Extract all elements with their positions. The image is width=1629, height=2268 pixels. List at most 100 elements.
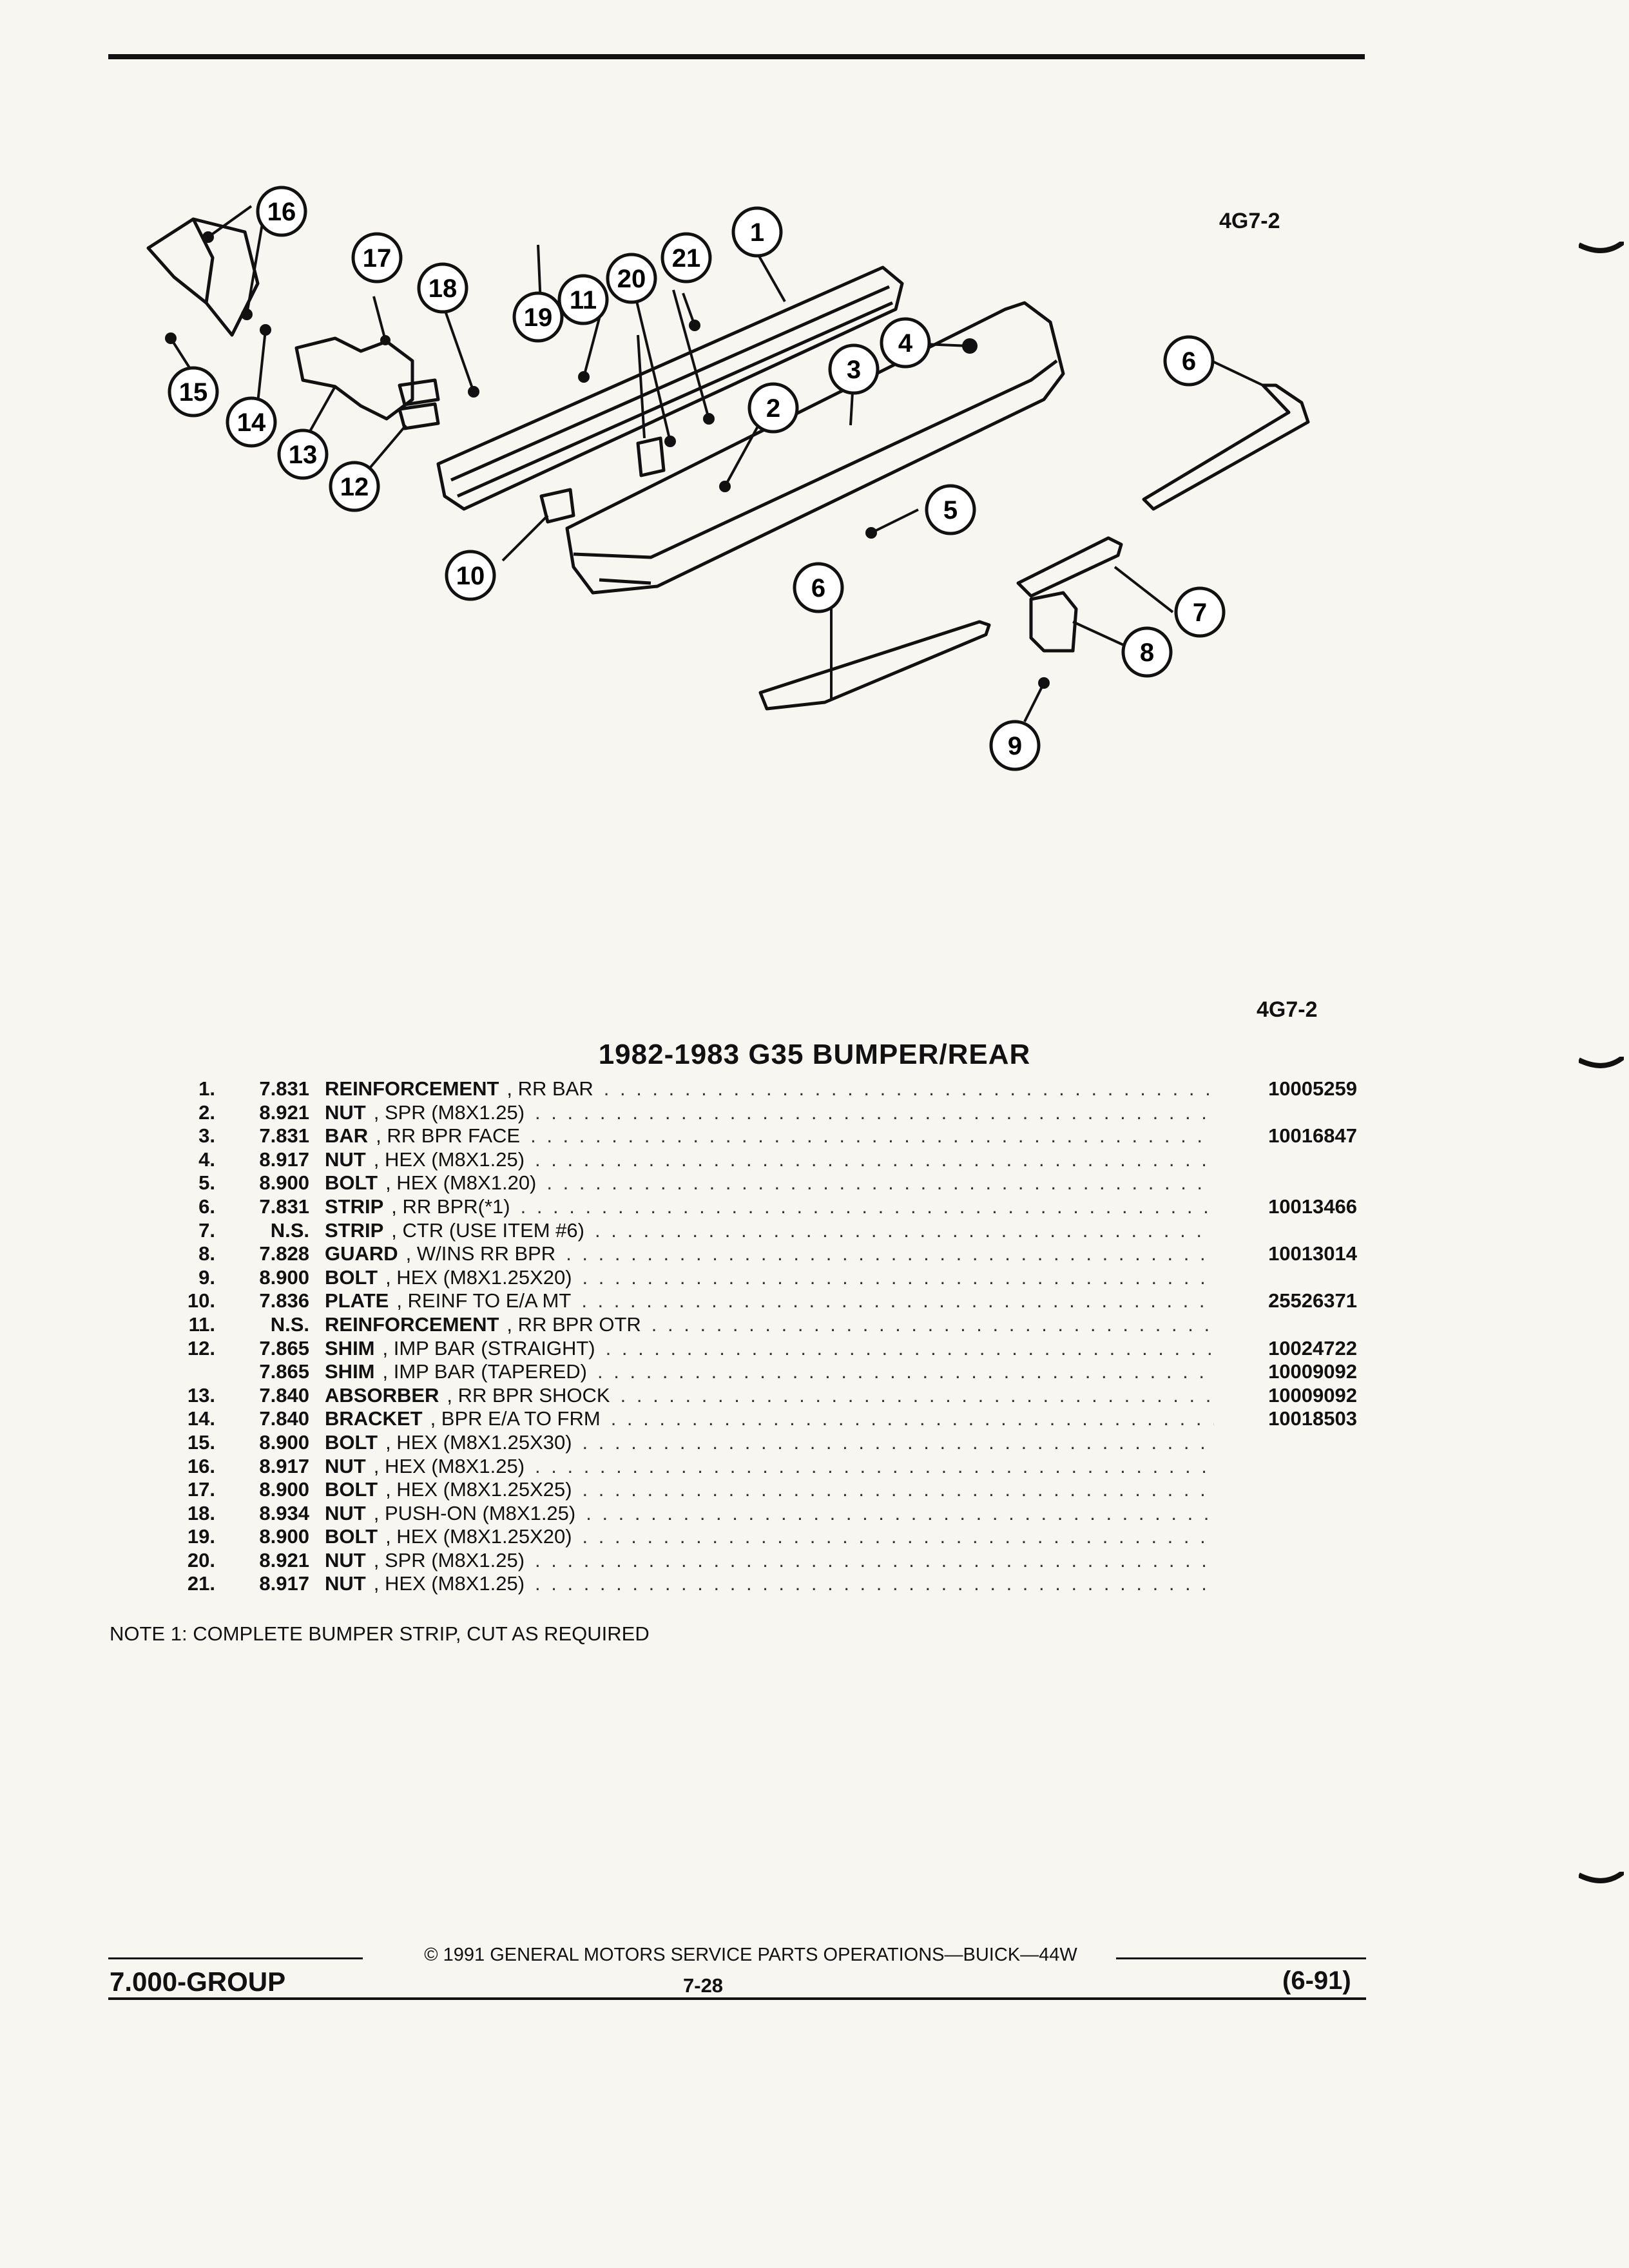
- item-name: NUT: [325, 1501, 366, 1524]
- item-qualifier: , HEX (M8X1.20): [385, 1171, 537, 1195]
- item-number: 19.: [187, 1525, 215, 1548]
- group-number: 8.917: [259, 1454, 309, 1477]
- item-number: 16.: [187, 1454, 215, 1477]
- callout-number: 20: [617, 265, 646, 293]
- callout-circle: [880, 317, 931, 369]
- item-qualifier: , RR BPR SHOCK: [447, 1383, 610, 1407]
- footer-line-right: [1116, 1957, 1366, 1959]
- leader-dots: . . . . . . . . . . . . . . . . . . . . …: [610, 1407, 1214, 1430]
- callout-number: 14: [237, 408, 266, 437]
- side-strip-right-shape: [1142, 383, 1310, 511]
- item-description: GUARD, W/INS RR BPR . . . . . . . . . . …: [325, 1242, 1214, 1265]
- item-qualifier: , PUSH-ON (M8X1.25): [373, 1501, 576, 1524]
- item-name: BRACKET: [325, 1407, 423, 1430]
- callout-number: 16: [267, 198, 296, 226]
- callout-number: 21: [672, 244, 701, 273]
- item-number: 9.: [198, 1265, 215, 1289]
- punch-mark: [1579, 1057, 1624, 1068]
- item-description: BOLT, HEX (M8X1.25X20) . . . . . . . . .…: [325, 1266, 1214, 1289]
- leader-dots: . . . . . . . . . . . . . . . . . . . . …: [566, 1242, 1214, 1265]
- item-description: BOLT, HEX (M8X1.25X30) . . . . . . . . .…: [325, 1431, 1214, 1454]
- footer-copyright: © 1991 GENERAL MOTORS SERVICE PARTS OPER…: [424, 1945, 1077, 1965]
- callout-circle: [445, 550, 496, 601]
- plate-shape: [539, 488, 575, 524]
- group-number: 7.831: [259, 1077, 309, 1100]
- part-number: 10018503: [1268, 1407, 1357, 1430]
- item-name: ABSORBER: [325, 1383, 439, 1407]
- item-qualifier: , RR BAR: [506, 1077, 593, 1100]
- callout-circle: [1121, 626, 1173, 678]
- item-qualifier: , REINF TO E/A MT: [396, 1289, 572, 1312]
- item-name: PLATE: [325, 1289, 389, 1312]
- callout-circle: [277, 428, 329, 480]
- item-qualifier: , SPR (M8X1.25): [373, 1548, 525, 1571]
- item-name: NUT: [325, 1100, 366, 1124]
- item-name: BOLT: [325, 1430, 378, 1454]
- top-rule: [108, 54, 1365, 59]
- group-number: 8.917: [259, 1148, 309, 1171]
- group-number: 7.831: [259, 1124, 309, 1148]
- group-number: 8.921: [259, 1548, 309, 1571]
- leader-dots: . . . . . . . . . . . . . . . . . . . . …: [582, 1525, 1214, 1548]
- leader-dots: . . . . . . . . . . . . . . . . . . . . …: [520, 1195, 1214, 1218]
- part-number: 10013014: [1268, 1242, 1357, 1265]
- reinforcement-outer-shape: [636, 436, 666, 477]
- callout-number: 6: [1182, 347, 1196, 376]
- callout-circle: [1174, 586, 1226, 638]
- group-number: 7.836: [259, 1289, 309, 1312]
- absorber-shape: [294, 336, 414, 421]
- item-number: 6.: [198, 1195, 215, 1218]
- group-number: 8.900: [259, 1430, 309, 1454]
- item-description: NUT, HEX (M8X1.25) . . . . . . . . . . .…: [325, 1572, 1214, 1595]
- item-description: STRIP, RR BPR(*1) . . . . . . . . . . . …: [325, 1195, 1214, 1218]
- callout-circle: [1163, 335, 1215, 387]
- leader-dots: . . . . . . . . . . . . . . . . . . . . …: [605, 1336, 1214, 1360]
- item-description: NUT, SPR (M8X1.25) . . . . . . . . . . .…: [325, 1101, 1214, 1124]
- item-description: BOLT, HEX (M8X1.25X25) . . . . . . . . .…: [325, 1478, 1214, 1501]
- callout-circle: [660, 232, 712, 284]
- group-number: 8.917: [259, 1572, 309, 1595]
- leader-dots: . . . . . . . . . . . . . . . . . . . . …: [546, 1171, 1214, 1195]
- item-qualifier: , HEX (M8X1.25X20): [385, 1265, 572, 1289]
- leader-dots: . . . . . . . . . . . . . . . . . . . . …: [620, 1383, 1214, 1407]
- item-number: 7.: [198, 1218, 215, 1242]
- item-description: STRIP, CTR (USE ITEM #6) . . . . . . . .…: [325, 1219, 1214, 1242]
- item-name: NUT: [325, 1148, 366, 1171]
- callout-circle: [351, 232, 403, 284]
- item-number: 21.: [187, 1572, 215, 1595]
- callout-circle: [925, 484, 976, 535]
- callout-number: 5: [943, 496, 958, 524]
- item-number: 14.: [187, 1407, 215, 1430]
- item-qualifier: , HEX (M8X1.25X20): [385, 1525, 572, 1548]
- leader-dots: . . . . . . . . . . . . . . . . . . . . …: [582, 1265, 1214, 1289]
- footer-rule: [108, 1997, 1366, 2000]
- leader-dots: . . . . . . . . . . . . . . . . . . . . …: [535, 1572, 1214, 1595]
- center-strip-shape: [1016, 536, 1123, 598]
- callout-number: 6: [811, 574, 825, 602]
- footer-group: 7.000-GROUP: [110, 1966, 286, 1997]
- callout-circle: [226, 396, 277, 448]
- parts-list-row: 11.N.S.REINFORCEMENT, RR BPR OTR . . . .…: [161, 1313, 1366, 1337]
- leader-dots: . . . . . . . . . . . . . . . . . . . . …: [582, 1478, 1214, 1501]
- item-qualifier: , HEX (M8X1.25X30): [385, 1430, 572, 1454]
- part-number: 10009092: [1268, 1383, 1357, 1407]
- item-qualifier: , IMP BAR (STRAIGHT): [382, 1336, 595, 1360]
- bumper-bar-shape: [565, 301, 1065, 595]
- callout-number: 3: [847, 356, 861, 384]
- callout-number: 10: [456, 562, 485, 590]
- item-description: ABSORBER , RR BPR SHOCK . . . . . . . . .…: [325, 1384, 1214, 1407]
- punch-mark: [1579, 1872, 1624, 1883]
- item-name: REINFORCEMENT: [325, 1077, 499, 1100]
- callout-circle: [606, 253, 657, 304]
- item-number: 8.: [198, 1242, 215, 1265]
- callout-circle: [828, 343, 880, 395]
- item-number: 17.: [187, 1478, 215, 1501]
- shim-shape: [398, 378, 440, 407]
